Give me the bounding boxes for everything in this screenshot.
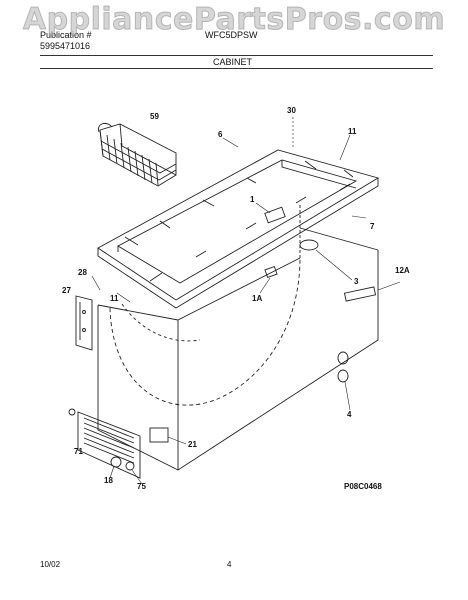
callout-4: 4	[347, 410, 352, 419]
callout-1a: 1A	[252, 294, 263, 303]
footer-date: 10/02	[40, 560, 61, 569]
callout-28: 28	[78, 268, 87, 277]
callout-1: 1	[250, 195, 255, 204]
callout-12a: 12A	[395, 266, 410, 275]
callout-6: 6	[218, 130, 223, 139]
publication-number: 5995471016	[40, 41, 91, 51]
callout-75: 75	[137, 482, 146, 491]
model-number: WFC5DPSW	[205, 30, 258, 40]
lock-bracket	[264, 265, 278, 279]
footer-page: 4	[227, 560, 232, 569]
section-rule	[40, 68, 433, 69]
header-rule	[40, 55, 433, 56]
drain-cap	[299, 239, 319, 251]
control-panel-grille	[77, 411, 141, 479]
callout-21: 21	[188, 440, 197, 449]
lid-lock	[264, 206, 286, 224]
drain-plug	[337, 351, 349, 365]
cabinet-body	[97, 205, 379, 471]
callout-7: 7	[370, 222, 375, 231]
section-title: CABINET	[213, 57, 253, 67]
callout-59: 59	[150, 112, 159, 121]
control-switch	[149, 427, 169, 443]
callout-3: 3	[354, 277, 359, 286]
callout-11-left: 11	[110, 294, 119, 303]
drain-tube	[337, 369, 349, 383]
lid-gasket-frame	[97, 149, 380, 309]
publication-label: Publication #	[40, 30, 92, 40]
nameplate	[343, 286, 377, 302]
callout-71: 71	[74, 447, 83, 456]
hinge-bracket	[75, 295, 93, 351]
callout-27: 27	[62, 286, 71, 295]
callout-11-top: 11	[348, 127, 357, 136]
thermostat-knob	[110, 456, 122, 468]
wire-basket	[98, 122, 177, 187]
screw	[68, 408, 76, 416]
callout-18: 18	[104, 476, 113, 485]
callout-30: 30	[287, 106, 296, 115]
figure-code: P08C0468	[344, 482, 382, 491]
